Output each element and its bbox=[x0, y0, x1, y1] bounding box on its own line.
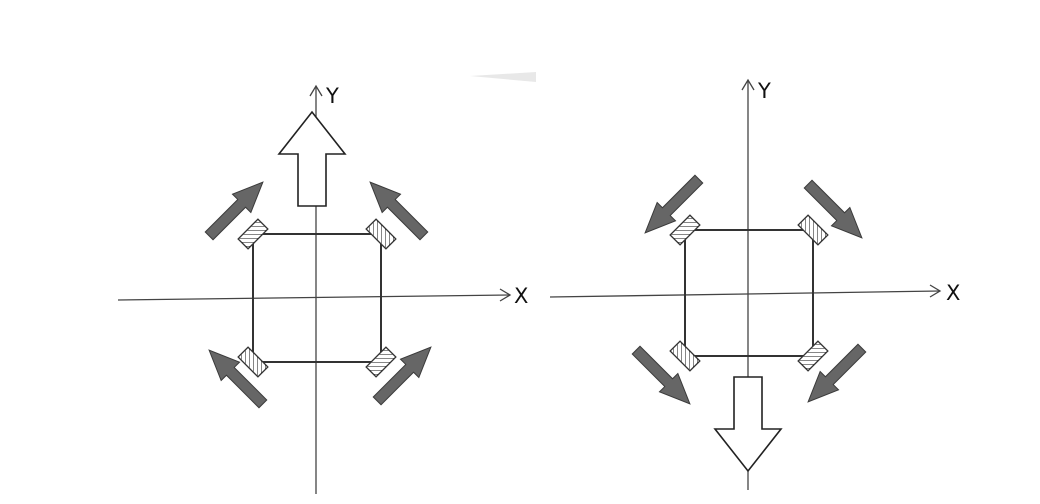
wheel-rear-right bbox=[365, 346, 397, 378]
wheel-rear-right bbox=[797, 340, 829, 372]
x-axis-label: X bbox=[514, 284, 528, 308]
wheel-rear-left bbox=[237, 346, 269, 378]
wheel-force-arrow-rear-right bbox=[372, 346, 432, 406]
wheel-front-left bbox=[669, 214, 701, 246]
axes: X Y bbox=[117, 84, 528, 494]
x-axis-arrowhead bbox=[929, 284, 942, 298]
motion-arrow-forward bbox=[277, 110, 347, 207]
y-axis-label: Y bbox=[757, 79, 771, 103]
wheel-front-right bbox=[797, 214, 829, 246]
wheel-force-arrows bbox=[631, 174, 867, 405]
y-axis-arrowhead bbox=[741, 78, 755, 91]
wheel-force-arrow-rear-right bbox=[807, 343, 867, 403]
y-axis-label: Y bbox=[325, 84, 339, 108]
robot-body bbox=[684, 229, 814, 357]
robot-body bbox=[252, 233, 382, 363]
wheel-front-left bbox=[237, 218, 269, 250]
backward-motion-diagram: X Y bbox=[549, 78, 960, 490]
y-axis-arrowhead bbox=[309, 84, 323, 97]
wheel-force-arrow-front-left bbox=[204, 181, 264, 241]
wheel-front-right bbox=[365, 218, 397, 250]
x-axis-label: X bbox=[946, 281, 960, 305]
wheel-force-arrow-front-left bbox=[644, 174, 704, 234]
wheel-force-arrow-rear-left bbox=[208, 349, 268, 409]
wheel-force-arrow-front-right bbox=[803, 179, 863, 239]
wheel-force-arrows bbox=[204, 181, 432, 409]
x-axis-line bbox=[549, 290, 941, 298]
forward-motion-diagram: X Y bbox=[117, 84, 528, 494]
wheel-force-arrow-front-right bbox=[369, 181, 429, 241]
x-axis-line bbox=[117, 294, 511, 301]
x-axis-arrowhead bbox=[499, 288, 512, 302]
wheel-force-arrow-rear-left bbox=[631, 345, 691, 405]
wheel-rear-left bbox=[669, 340, 701, 372]
scan-smudge bbox=[470, 72, 536, 82]
motion-arrow-backward bbox=[713, 376, 783, 473]
